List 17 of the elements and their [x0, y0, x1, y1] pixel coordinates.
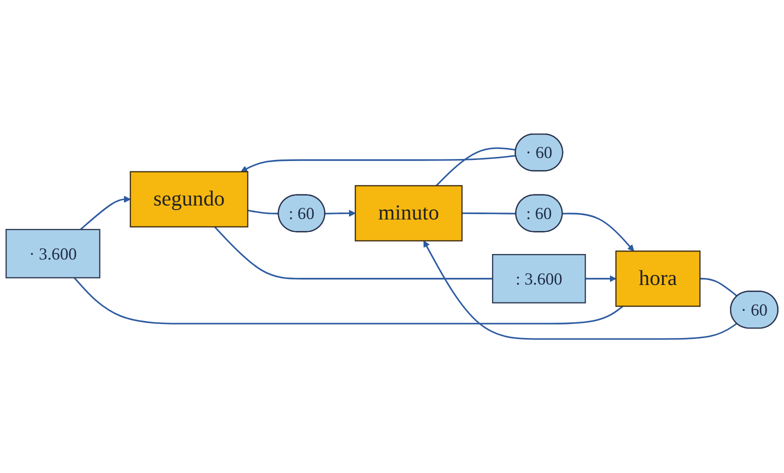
node-box: hora [615, 250, 701, 307]
connector [74, 277, 624, 324]
arrow [240, 154, 516, 172]
node-box: · 3.600 [6, 228, 100, 278]
arrow [585, 275, 616, 282]
connector [248, 210, 279, 214]
arrow [423, 240, 738, 340]
node-box: minuto [354, 185, 463, 242]
connector [462, 212, 516, 214]
connector [436, 147, 516, 186]
arrow [325, 210, 356, 217]
connector [700, 278, 738, 297]
node-box: segundo [130, 171, 248, 228]
arrow [562, 212, 634, 252]
connector [214, 226, 493, 280]
node-box: : 3.600 [492, 254, 586, 304]
arrow [80, 196, 131, 230]
